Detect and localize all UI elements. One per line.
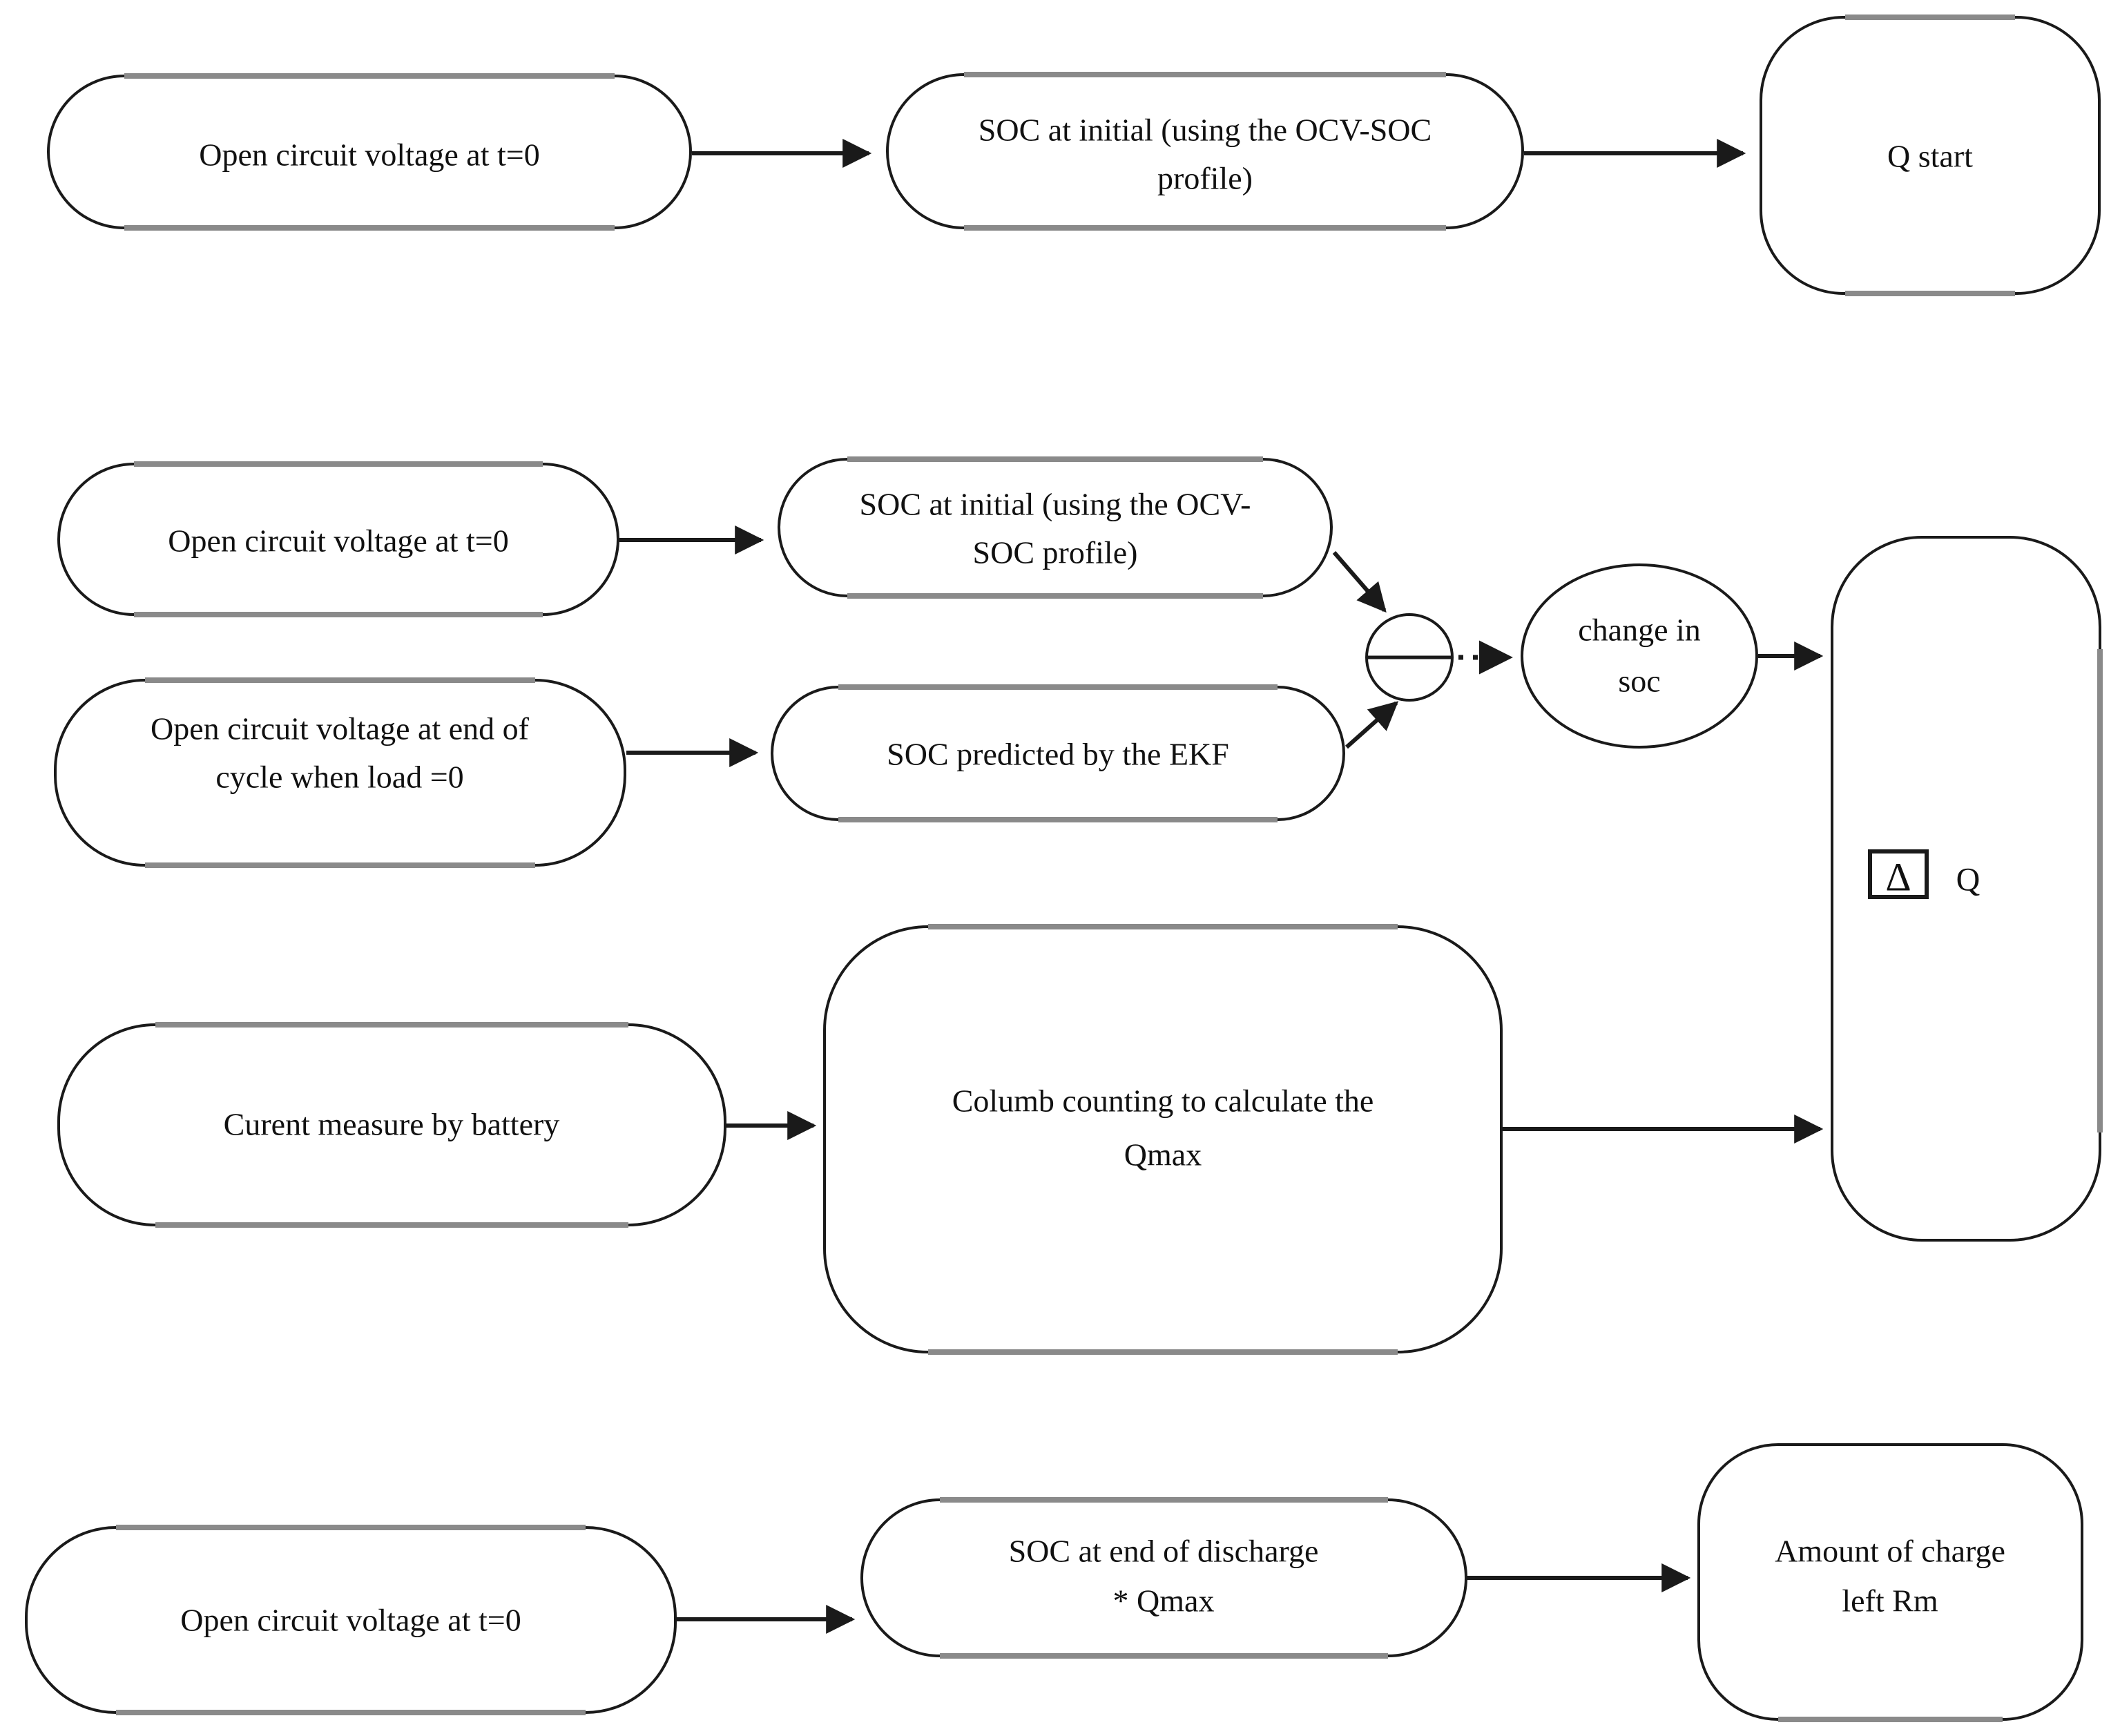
node-amount-charge-line2: left Rm [1842,1583,1938,1619]
node-row2-ocv-t0-label: Open circuit voltage at t=0 [168,523,508,559]
node-amount-charge-shape [1697,1443,2083,1721]
node-soc-discharge-line2: * Qmax [1113,1583,1215,1619]
node-change-in-soc-line1: change in [1578,613,1701,648]
delta-symbol: Δ [1885,855,1911,900]
node-row1-soc-initial-line2: profile) [1157,161,1253,196]
node-row1-soc-initial-line1: SOC at initial (using the OCV-SOC [979,113,1432,148]
node-q-start-label: Q start [1887,139,1973,174]
delta-symbol-frame [1868,849,1929,899]
edge-row2-soc-to-junction [1332,551,1387,613]
node-row2-soc-initial: SOC at initial (using the OCV- SOC profi… [778,456,1333,599]
node-row1-soc-initial: SOC at initial (using the OCV-SOC profil… [886,72,1524,231]
node-delta-q: Δ Q [1831,536,2103,1242]
node-change-in-soc-line2: soc [1618,664,1660,699]
node-change-in-soc: change in soc [1521,563,1758,749]
node-soc-discharge: SOC at end of discharge * Qmax [860,1497,1467,1659]
node-soc-ekf: SOC predicted by the EKF [771,684,1345,822]
edge-ekf-to-junction [1345,701,1399,749]
node-row1-soc-initial-shape [886,73,1524,229]
node-row2-ocv-end-cycle-line1: Open circuit voltage at end of [151,711,530,746]
node-row2-ocv-t0: Open circuit voltage at t=0 [57,461,619,617]
node-coulomb-counting-line1: Columb counting to calculate the [952,1083,1374,1119]
node-row4-ocv-t0-label: Open circuit voltage at t=0 [180,1603,521,1638]
node-row1-ocv-t0-label: Open circuit voltage at t=0 [199,137,539,173]
node-row2-soc-initial-shape [778,458,1333,597]
node-change-in-soc-shape [1521,563,1758,749]
node-soc-discharge-shape [860,1498,1467,1657]
node-row2-ocv-end-cycle-line2: cycle when load =0 [215,760,463,795]
node-row2-soc-initial-line2: SOC profile) [973,535,1138,570]
node-amount-charge-line1: Amount of charge [1775,1534,2005,1569]
junction-difference-node [1365,613,1454,702]
node-coulomb-counting: Columb counting to calculate the Qmax [823,924,1503,1355]
node-q-start: Q start [1760,15,2101,296]
node-row4-ocv-t0: Open circuit voltage at t=0 [25,1525,677,1715]
node-amount-charge: Amount of charge left Rm [1697,1443,2083,1722]
node-current-measure: Curent measure by battery [57,1022,726,1228]
node-current-measure-label: Curent measure by battery [224,1107,560,1142]
node-row1-ocv-t0: Open circuit voltage at t=0 [47,73,692,231]
node-row2-ocv-end-cycle: Open circuit voltage at end of cycle whe… [54,677,626,868]
node-coulomb-counting-line2: Qmax [1124,1137,1202,1173]
node-row2-soc-initial-line1: SOC at initial (using the OCV- [860,487,1251,522]
node-soc-ekf-label: SOC predicted by the EKF [887,737,1229,772]
node-soc-discharge-line1: SOC at end of discharge [1009,1534,1319,1569]
delta-q-label: Q [1956,862,1981,898]
